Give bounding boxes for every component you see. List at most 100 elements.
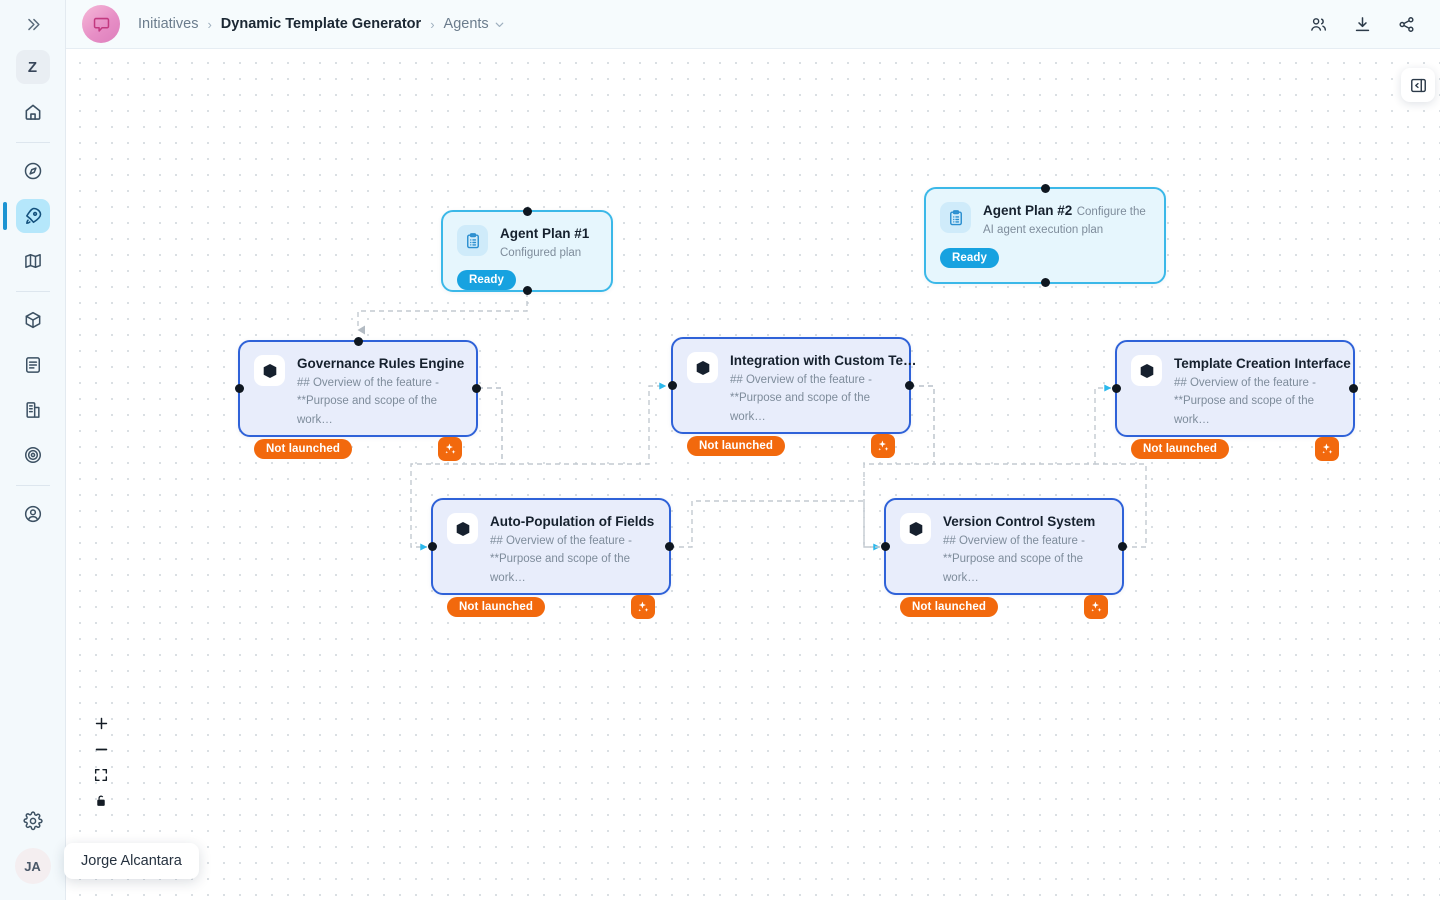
node-handle-right[interactable] [905, 381, 914, 390]
minus-icon [95, 748, 107, 750]
members-button[interactable] [1301, 7, 1335, 41]
cube-icon [263, 363, 276, 378]
node-header: Auto-Population of Fields ## Overview of… [447, 513, 655, 586]
sidebar-item-roadmap[interactable] [16, 244, 50, 278]
sidebar-item-goals[interactable] [16, 438, 50, 472]
panel-collapse-icon [1410, 78, 1426, 92]
node-template-creation-interface[interactable]: Template Creation Interface ## Overview … [1112, 340, 1358, 461]
lock-canvas-button[interactable] [88, 788, 114, 814]
main-area: Initiatives › Dynamic Template Generator… [66, 0, 1440, 900]
cube-icon [254, 355, 285, 386]
node-handle-left[interactable] [235, 384, 244, 393]
ai-generate-button[interactable] [438, 436, 462, 461]
people-icon [1310, 17, 1326, 31]
node-handle-left[interactable] [1112, 384, 1121, 393]
expand-sidebar-button[interactable] [16, 7, 50, 41]
sparkle-icon [878, 440, 889, 451]
node-handle-bottom[interactable] [1040, 278, 1050, 287]
breadcrumb-separator-2: › [430, 16, 435, 32]
flow-canvas[interactable]: Agent Plan #1 Configured plan Ready Agen… [66, 49, 1440, 900]
node-text-block: Auto-Population of Fields ## Overview of… [490, 513, 655, 586]
node-body: Auto-Population of Fields ## Overview of… [428, 498, 674, 619]
status-badge: Not launched [254, 438, 353, 459]
node-handle-right[interactable] [1349, 384, 1358, 393]
target-icon [24, 447, 41, 463]
node-text-block: Agent Plan #2 Configure the AI agent exe… [983, 202, 1150, 239]
node-title: Version Control System [943, 514, 1096, 529]
sidebar-item-home[interactable] [16, 95, 50, 129]
breadcrumb-item-initiatives[interactable]: Initiatives [138, 16, 199, 32]
lock-icon [97, 795, 105, 806]
zoom-out-button[interactable] [88, 736, 114, 762]
node-handle-left[interactable] [668, 381, 677, 390]
node-handle-left[interactable] [428, 542, 437, 551]
cube-icon [909, 521, 922, 536]
sidebar-item-organization[interactable] [16, 393, 50, 427]
node-version-control-system[interactable]: Version Control System ## Overview of th… [881, 498, 1127, 619]
rail-divider-1 [15, 142, 50, 143]
download-button[interactable] [1345, 7, 1379, 41]
share-button[interactable] [1389, 7, 1423, 41]
node-header: Version Control System ## Overview of th… [900, 513, 1108, 586]
sidebar-item-account[interactable] [16, 497, 50, 531]
sidebar-item-explore[interactable] [16, 154, 50, 188]
node-handle-right[interactable] [1118, 542, 1127, 551]
workspace-logo[interactable]: Z [15, 50, 50, 84]
document-icon [25, 357, 40, 373]
panel-toggle-button[interactable] [1401, 68, 1435, 102]
breadcrumb-item-project[interactable]: Dynamic Template Generator [220, 16, 422, 32]
node-footer: Not launched [1131, 436, 1339, 461]
node-header: Agent Plan #1 Configured plan [457, 225, 597, 261]
node-description: ## Overview of the feature - **Purpose a… [490, 535, 632, 584]
node-governance-rules-engine[interactable]: Governance Rules Engine ## Overview of t… [235, 337, 481, 461]
node-auto-population-of-fields[interactable]: Auto-Population of Fields ## Overview of… [428, 498, 674, 619]
node-handle-bottom[interactable] [522, 286, 532, 295]
node-text-block: Version Control System ## Overview of th… [943, 513, 1108, 586]
user-circle-icon [24, 505, 41, 523]
cube-icon [456, 521, 469, 536]
ai-generate-button[interactable] [1084, 594, 1108, 619]
node-title: Agent Plan #1 [500, 226, 590, 241]
node-text-block: Governance Rules Engine ## Overview of t… [297, 355, 464, 428]
node-handle-top[interactable] [353, 337, 363, 346]
node-integration-with-custom-templates[interactable]: Integration with Custom Te… ## Overview … [668, 337, 917, 458]
cube-icon [1131, 355, 1162, 386]
node-header: Governance Rules Engine ## Overview of t… [254, 355, 464, 428]
clipboard-list-icon [940, 202, 971, 233]
node-description: ## Overview of the feature - **Purpose a… [297, 377, 439, 426]
status-badge: Ready [457, 270, 517, 291]
status-badge: Not launched [447, 596, 546, 617]
node-agent-plan-1[interactable]: Agent Plan #1 Configured plan Ready [441, 207, 613, 295]
node-description: Configured plan [500, 247, 582, 259]
clipboard-list-icon [949, 209, 962, 225]
breadcrumb-item-agents[interactable]: Agents [444, 16, 506, 32]
node-footer: Not launched [447, 594, 655, 619]
fit-view-button[interactable] [88, 762, 114, 788]
ai-generate-button[interactable] [1315, 436, 1339, 461]
settings-button[interactable] [16, 804, 50, 838]
ai-generate-button[interactable] [871, 433, 895, 458]
node-handle-right[interactable] [472, 384, 481, 393]
ai-generate-button[interactable] [631, 594, 655, 619]
sidebar-item-documents[interactable] [16, 348, 50, 382]
fit-screen-icon [94, 768, 108, 782]
node-text-block: Agent Plan #1 Configured plan [500, 225, 597, 261]
plus-icon [95, 717, 107, 729]
sidebar-item-features[interactable] [16, 303, 50, 337]
left-rail: Z [0, 0, 199, 900]
cube-icon [696, 360, 709, 375]
node-footer: Ready [940, 247, 1150, 268]
node-handle-left[interactable] [881, 542, 890, 551]
node-agent-plan-2[interactable]: Agent Plan #2 Configure the AI agent exe… [924, 184, 1166, 287]
workspace-brand-button[interactable] [82, 5, 120, 43]
status-badge: Not launched [1131, 438, 1230, 459]
node-handle-top[interactable] [522, 207, 532, 216]
node-body: Agent Plan #2 Configure the AI agent exe… [924, 184, 1166, 287]
node-handle-top[interactable] [1040, 184, 1050, 193]
share-icon [1398, 16, 1414, 32]
gear-icon [22, 811, 43, 831]
node-handle-right[interactable] [665, 542, 674, 551]
sidebar-item-initiatives[interactable] [2, 199, 50, 233]
zoom-in-button[interactable] [88, 710, 114, 736]
avatar[interactable]: JA [14, 848, 51, 884]
